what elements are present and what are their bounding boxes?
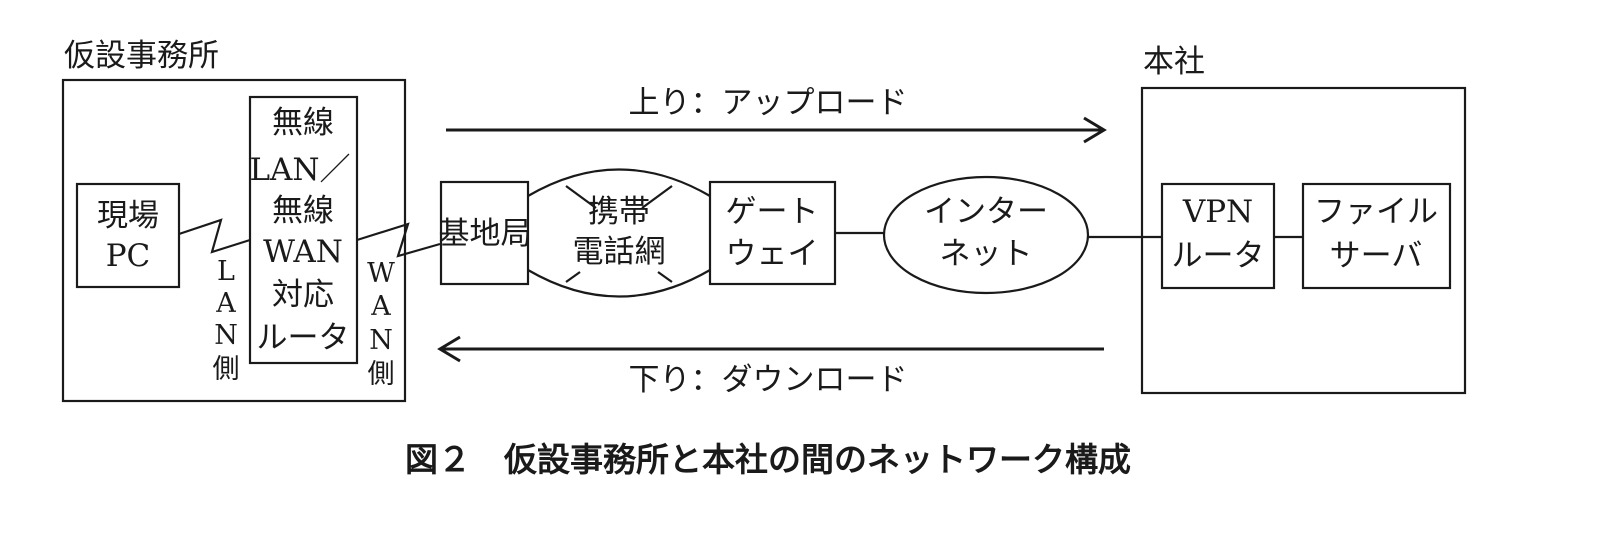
wan-side-char2: A — [370, 291, 391, 322]
wan-side-char3: N — [369, 325, 393, 356]
wan-side-char4: 側 — [368, 359, 395, 390]
file-server-box — [1301, 182, 1452, 290]
mobile-network-label-line2: 電話網 — [573, 234, 666, 270]
field-pc-box — [75, 182, 181, 289]
mobile-network-top-arc — [527, 168, 711, 197]
router-label-line2: LAN／ — [249, 152, 350, 188]
base-station-box — [439, 180, 530, 286]
router-label-line6: ルータ — [257, 320, 350, 356]
mobile-network-bottom-arc — [527, 269, 711, 298]
base-station-label: 基地局 — [439, 216, 532, 252]
upload-label: 上り：アップロード — [629, 85, 908, 121]
site-office-label: 仮設事務所 — [64, 38, 219, 74]
gateway-label-line2: ウェイ — [726, 236, 819, 272]
mobile-network-tick — [641, 185, 673, 209]
head-office-label: 本社 — [1143, 44, 1205, 80]
download-arrow-head — [437, 335, 461, 363]
mobile-network-tick — [565, 271, 581, 283]
lan-side-char3: N — [214, 320, 238, 351]
router-label-line3: 無線 — [272, 193, 334, 229]
file-server-label-line1: ファイル — [1314, 194, 1438, 230]
lan-side-char1: L — [217, 256, 235, 287]
download-label: 下り：ダウンロード — [629, 362, 908, 398]
mobile-network-tick — [657, 271, 673, 283]
router-label-line5: 対応 — [272, 277, 334, 313]
field-pc-label-line1: 現場 — [97, 198, 159, 234]
internet-cloud — [882, 175, 1090, 295]
file-server-label-line2: サーバ — [1330, 238, 1423, 274]
mobile-network-tick — [565, 185, 597, 209]
router-label-line1: 無線 — [272, 105, 334, 141]
wan-side-char1: W — [367, 258, 395, 289]
vpn-router-label-line1: VPN — [1182, 194, 1253, 230]
wireless-router-box — [248, 95, 359, 365]
vpn-router-box — [1160, 182, 1276, 290]
wireless-lan-link — [178, 218, 251, 254]
wireless-wan-link — [356, 222, 441, 258]
lan-side-char4: 側 — [213, 354, 240, 385]
router-label-line4: WAN — [263, 234, 343, 270]
internet-label-line2: ネット — [940, 236, 1033, 272]
lan-side-char2: A — [215, 288, 236, 319]
gateway-label-line1: ゲート — [726, 194, 819, 230]
figure-caption: 図２ 仮設事務所と本社の間のネットワーク構成 — [405, 440, 1131, 479]
upload-arrow-head — [1083, 116, 1107, 144]
internet-label-line1: インター — [924, 194, 1048, 230]
mobile-network-label-line1: 携帯 — [588, 194, 650, 230]
field-pc-label-line2: PC — [106, 238, 151, 274]
vpn-router-label-line2: ルータ — [1172, 238, 1265, 274]
